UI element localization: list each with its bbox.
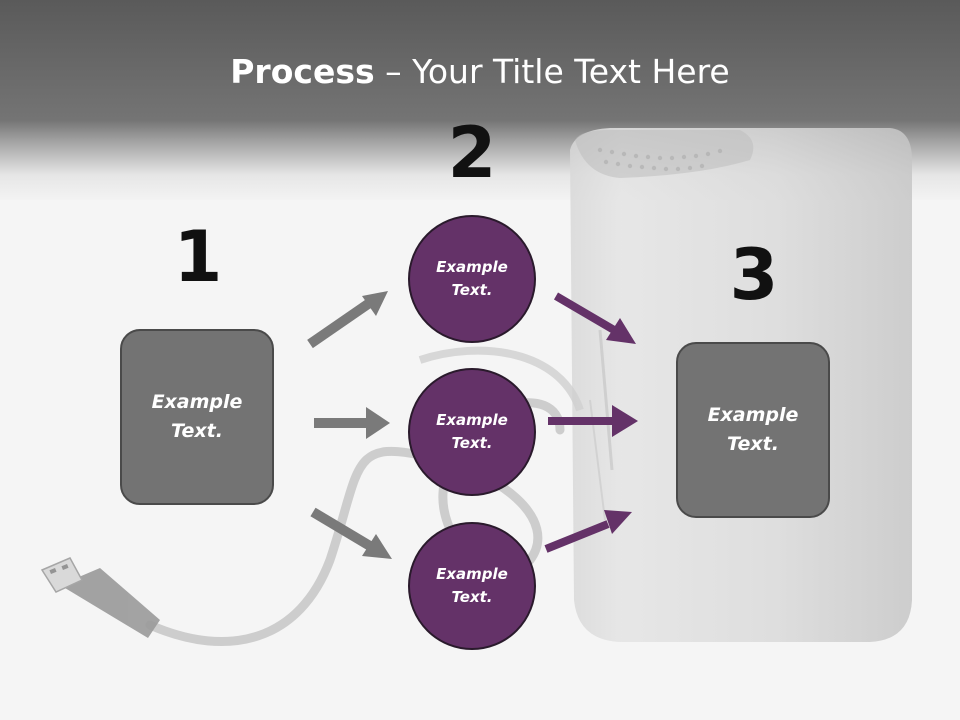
purple-arrow-up-right xyxy=(544,510,632,553)
slide-title: Process – Your Title Text Here xyxy=(0,52,960,91)
step-number-3: 3 xyxy=(729,234,779,316)
purple-arrow-right xyxy=(548,405,638,437)
purple-arrow-down-right xyxy=(553,292,636,344)
step-1-box-text: Example Text. xyxy=(151,391,243,442)
step-number-1: 1 xyxy=(173,216,223,298)
title-rest-part: – Your Title Text Here xyxy=(374,52,730,91)
step-2-circle-middle: Example Text. xyxy=(408,368,536,496)
step-1-box: Example Text. xyxy=(120,329,274,505)
step-3-box-text: Example Text. xyxy=(707,404,799,455)
step-2-circle-bottom: Example Text. xyxy=(408,522,536,650)
circle-text: Example Text. xyxy=(436,565,508,606)
title-bold-part: Process xyxy=(230,52,375,91)
circle-text: Example Text. xyxy=(436,258,508,299)
gray-arrow-down-right xyxy=(310,507,392,559)
step-2-circle-top: Example Text. xyxy=(408,215,536,343)
step-3-box: Example Text. xyxy=(676,342,830,518)
gray-arrow-up-right xyxy=(307,291,388,349)
step-number-2: 2 xyxy=(447,112,497,194)
circle-text: Example Text. xyxy=(436,411,508,452)
gray-arrow-right xyxy=(314,407,390,439)
